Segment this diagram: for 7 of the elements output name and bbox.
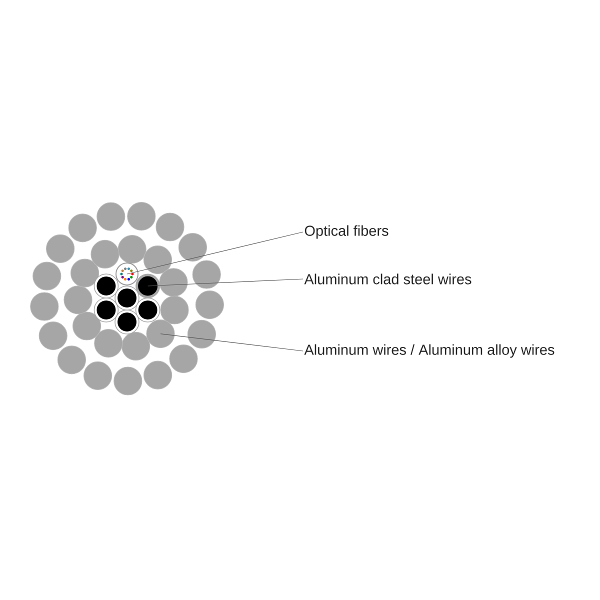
steel-wire	[136, 274, 160, 298]
aluminum-wire	[146, 320, 175, 348]
callout-label: Aluminum clad steel wires	[304, 274, 472, 284]
callout-label: Aluminum wires / Aluminum alloy wires	[304, 344, 554, 358]
callout-label: Optical fibers	[304, 225, 388, 239]
leader-line	[148, 278, 304, 286]
optical-fiber-unit	[116, 262, 138, 286]
